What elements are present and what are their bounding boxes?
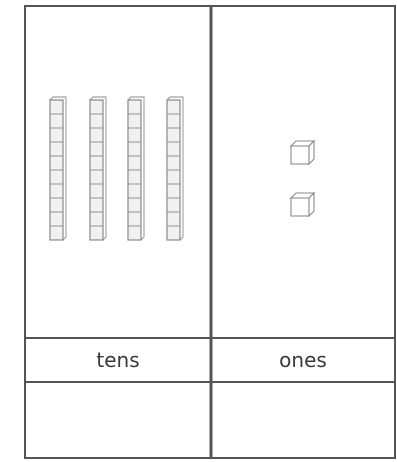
ten-rod — [90, 97, 106, 240]
chart-grid — [25, 6, 395, 458]
ten-rod — [128, 97, 144, 240]
ten-rod — [167, 97, 183, 240]
tens-blocks-area — [50, 97, 183, 240]
ten-rod — [50, 97, 66, 240]
unit-cube — [291, 193, 314, 216]
ones-blocks-area — [291, 141, 314, 216]
unit-cube — [291, 141, 314, 164]
tens-column-label: tens — [96, 348, 139, 372]
ones-column-label: ones — [279, 348, 327, 372]
